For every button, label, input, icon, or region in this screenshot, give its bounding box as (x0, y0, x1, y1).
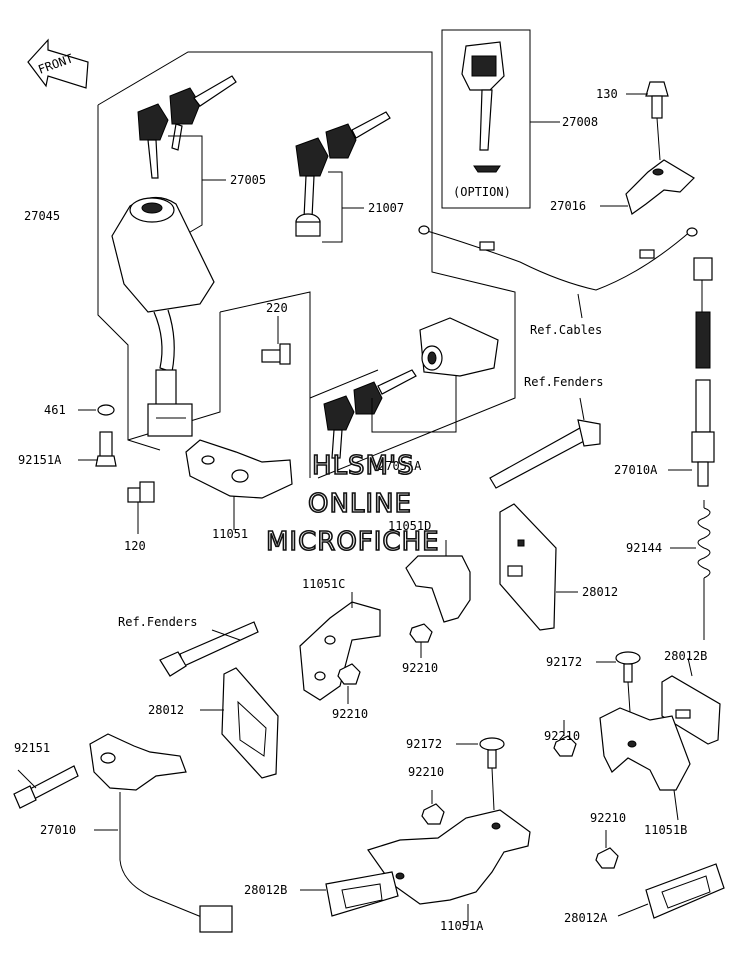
label-21007: 21007 (368, 201, 404, 215)
label-130: 130 (596, 87, 618, 101)
bolt-220-icon (261, 343, 291, 365)
bracket-27016-icon (625, 159, 695, 215)
label-27005: 27005 (230, 173, 266, 187)
reflector-28012b-left-icon (325, 871, 399, 917)
label-92151: 92151 (14, 741, 50, 755)
watermark-line-2: ONLINE (308, 489, 412, 519)
label-ref-fenders-left: Ref.Fenders (118, 615, 197, 629)
label-92144: 92144 (626, 541, 662, 555)
bracket-11051-icon (185, 439, 293, 499)
label-92210-c: 92210 (544, 729, 580, 743)
label-28012b-left: 28012B (244, 883, 287, 897)
label-92210-d: 92210 (408, 765, 444, 779)
label-220: 220 (266, 301, 288, 315)
reflector-28012-right-icon (499, 503, 557, 631)
bolt-92151-icon (13, 765, 79, 809)
fender-bolt-right-icon (489, 419, 601, 489)
label-28012-right: 28012 (582, 585, 618, 599)
ignition-switch-icon (111, 196, 215, 437)
cables-icon (418, 225, 698, 291)
front-arrow-icon: FRONT (27, 38, 89, 89)
bracket-11051c-icon (299, 601, 381, 701)
label-11051b: 11051B (644, 823, 687, 837)
label-ref-fenders-right: Ref.Fenders (524, 375, 603, 389)
label-11051a: 11051A (440, 919, 484, 933)
label-92151a: 92151A (18, 453, 62, 467)
label-11051c: 11051C (302, 577, 345, 591)
label-11051: 11051 (212, 527, 248, 541)
label-92210-b: 92210 (332, 707, 368, 721)
key-set-21007-icon (295, 111, 391, 237)
bolt-130-icon (645, 81, 669, 119)
key-27008-icon (461, 41, 505, 151)
label-28012b-right: 28012B (664, 649, 707, 663)
label-27010a: 27010A (614, 463, 658, 477)
label-92210-e: 92210 (590, 811, 626, 825)
bolt-92151a-icon (95, 431, 117, 467)
seat-lock-icon (323, 317, 499, 459)
label-120: 120 (124, 539, 146, 553)
reflector-28012b-right-icon (661, 675, 721, 745)
label-ref-cables: Ref.Cables (530, 323, 602, 337)
label-28012a: 28012A (564, 911, 608, 925)
nut-92210-center-icon (409, 623, 433, 643)
option-box: (OPTION) (441, 29, 531, 209)
label-92172-right: 92172 (546, 655, 582, 669)
bracket-11051a-icon (367, 809, 531, 905)
screw-120-icon (127, 481, 155, 503)
label-27051a: 27051A (378, 459, 422, 473)
nut-92210-mid-icon (421, 803, 445, 825)
label-28012-left: 28012 (148, 703, 184, 717)
bracket-11051d-icon (405, 555, 523, 623)
screw-92172-right-icon (615, 651, 641, 683)
key-set-27005-icon (137, 75, 237, 179)
washer-461-icon (97, 404, 115, 416)
label-92210-a: 92210 (402, 661, 438, 675)
label-27008: 27008 (562, 115, 598, 129)
switch-27010a-icon (691, 257, 715, 487)
label-461: 461 (44, 403, 66, 417)
label-27045: 27045 (24, 209, 60, 223)
nut-92210-lower-icon (595, 847, 619, 869)
reflector-28012a-icon (645, 863, 725, 919)
bracket-11051b-icon (599, 707, 691, 791)
spring-92144-icon (697, 500, 711, 640)
nut-92210-left-icon (337, 663, 361, 685)
fender-bolt-left-icon (159, 621, 259, 677)
label-11051d: 11051D (388, 519, 431, 533)
watermark-line-3: MICROFICHE (266, 527, 440, 557)
nut-92210-right-icon (553, 735, 577, 757)
watermark-line-1: HLSM'S (312, 451, 415, 481)
label-92172-mid: 92172 (406, 737, 442, 751)
logo-mark-icon (473, 165, 501, 173)
label-27010: 27010 (40, 823, 76, 837)
watermark: HLSM'S ONLINE MICROFICHE (265, 450, 440, 558)
label-27016: 27016 (550, 199, 586, 213)
reflector-28012-left-icon (221, 667, 279, 779)
option-label: (OPTION) (453, 185, 511, 199)
screw-92172-mid-icon (479, 737, 505, 769)
switch-27010-icon (89, 733, 233, 933)
